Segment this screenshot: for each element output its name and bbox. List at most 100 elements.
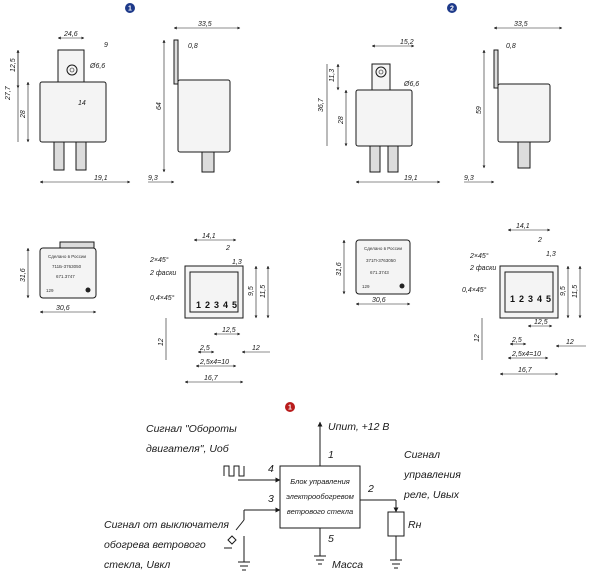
svg-text:4: 4 [268,463,274,475]
svg-text:16,7: 16,7 [204,375,219,382]
svg-text:36,7: 36,7 [318,97,325,112]
svg-text:15,2: 15,2 [400,39,414,46]
svg-text:12: 12 [158,338,165,346]
svg-text:14,1: 14,1 [202,233,216,240]
svg-text:Uпит, +12 В: Uпит, +12 В [328,421,389,433]
svg-text:1: 1 [328,449,334,461]
svg-text:9,3: 9,3 [148,175,158,182]
svg-text:64: 64 [156,102,163,110]
svg-text:0,4×45°: 0,4×45° [150,294,175,302]
svg-text:11,3: 11,3 [329,69,336,82]
svg-text:2 фаски: 2 фаски [469,265,496,272]
svg-text:12,5: 12,5 [534,319,548,326]
svg-text:2: 2 [450,6,454,13]
svg-text:2,5: 2,5 [199,345,210,352]
svg-text:Ø6,6: Ø6,6 [403,81,419,88]
svg-text:2,5: 2,5 [511,337,522,344]
svg-text:2: 2 [537,237,542,244]
svg-text:1: 1 [196,300,201,310]
svg-text:11,5: 11,5 [260,285,267,298]
v1-side-view: 33,5 0,8 64 9,3 [148,21,241,184]
svg-text:4: 4 [537,294,542,304]
svg-text:Сигнал от выключателя: Сигнал от выключателя [104,519,229,531]
svg-text:9,3: 9,3 [464,175,474,182]
variant2-badge: 2 [447,3,457,13]
svg-text:Ø6,6: Ø6,6 [89,63,105,70]
svg-text:5: 5 [546,294,551,304]
pulse-signal-icon [223,465,245,477]
svg-text:1: 1 [288,405,292,412]
svg-text:0,8: 0,8 [188,43,198,50]
svg-text:33,5: 33,5 [198,21,212,28]
svg-text:2: 2 [367,483,374,495]
svg-text:28: 28 [338,116,345,125]
svg-text:1,3: 1,3 [232,259,242,266]
svg-text:1: 1 [128,6,132,13]
svg-text:9: 9 [104,42,108,49]
svg-text:671.3747: 671.3747 [56,274,75,279]
svg-text:управления: управления [403,469,461,481]
v2-front-view: 15,2 Ø6,6 11,3 36,7 28 19,1 [318,39,441,184]
schematic: Блок управления электрообогревом ветрово… [104,421,461,571]
switch-icon [235,519,245,531]
svg-text:14: 14 [78,100,86,107]
svg-text:электрообогревом: электрообогревом [286,492,354,501]
variant1-badge: 1 [125,3,135,13]
svg-text:12: 12 [474,334,481,342]
svg-text:стекла, Uвкл: стекла, Uвкл [104,559,170,571]
svg-text:33,5: 33,5 [514,21,528,28]
svg-text:31,6: 31,6 [20,268,27,282]
svg-text:12,5: 12,5 [222,327,236,334]
svg-text:711Б-3763050: 711Б-3763050 [52,264,82,269]
svg-text:14,1: 14,1 [516,223,530,230]
svg-text:3: 3 [528,294,533,304]
svg-text:Масса: Масса [332,559,363,571]
svg-text:671.3743: 671.3743 [370,270,389,275]
svg-text:371П-3763050: 371П-3763050 [366,258,396,263]
svg-text:19,1: 19,1 [94,175,108,182]
svg-text:реле, Uвых: реле, Uвых [403,489,460,501]
svg-text:0,4×45°: 0,4×45° [462,286,487,294]
svg-text:Rн: Rн [408,519,422,531]
svg-text:3: 3 [268,493,274,505]
svg-text:12,5: 12,5 [10,58,17,72]
svg-text:19,1: 19,1 [404,175,418,182]
svg-text:2×45°: 2×45° [149,256,169,264]
svg-text:1,3: 1,3 [546,251,556,258]
svg-text:ветрового стекла: ветрового стекла [287,507,353,516]
svg-text:0,8: 0,8 [506,43,516,50]
svg-text:16,7: 16,7 [518,367,533,374]
svg-text:обогрева ветрового: обогрева ветрового [104,539,206,551]
v2-top-view: Сделано в России 371П-3763050 671.3743 1… [336,239,411,306]
v2-side-view: 33,5 0,8 59 9,3 [464,21,563,184]
svg-text:двигателя", Uоб: двигателя", Uоб [146,443,230,455]
svg-text:24,6: 24,6 [63,31,78,38]
svg-text:5: 5 [232,300,237,310]
schematic-badge: 1 [285,402,295,412]
v2-connector-view: 1 2 3 4 5 14,1 2 1,3 2×45° 2 фаски 0,4×4… [462,223,586,376]
svg-text:Сделано в России: Сделано в России [364,246,403,251]
svg-text:30,6: 30,6 [372,297,386,304]
svg-text:1: 1 [510,294,515,304]
svg-text:31,6: 31,6 [336,262,343,276]
svg-text:9,5: 9,5 [248,286,255,296]
svg-text:Сигнал: Сигнал [404,449,440,461]
svg-text:Блок управления: Блок управления [290,477,350,486]
svg-text:3: 3 [214,300,219,310]
svg-text:Сделано в России: Сделано в России [48,254,87,259]
svg-text:2: 2 [205,300,210,310]
svg-text:2×45°: 2×45° [469,252,489,260]
v1-front-view: 24,6 9 Ø6,6 14 12,5 27,7 28 19,1 [5,31,131,184]
svg-text:59: 59 [476,106,483,114]
svg-text:30,6: 30,6 [56,305,70,312]
svg-text:Сигнал "Обороты: Сигнал "Обороты [146,423,237,435]
svg-text:12: 12 [252,345,260,352]
svg-text:27,7: 27,7 [5,85,12,101]
svg-text:12: 12 [566,339,574,346]
load-resistor-icon [387,511,405,537]
svg-text:11,5: 11,5 [572,285,579,298]
svg-text:2,5х4=10: 2,5х4=10 [511,351,541,358]
svg-text:2 фаски: 2 фаски [149,270,176,277]
svg-text:2: 2 [225,245,230,252]
